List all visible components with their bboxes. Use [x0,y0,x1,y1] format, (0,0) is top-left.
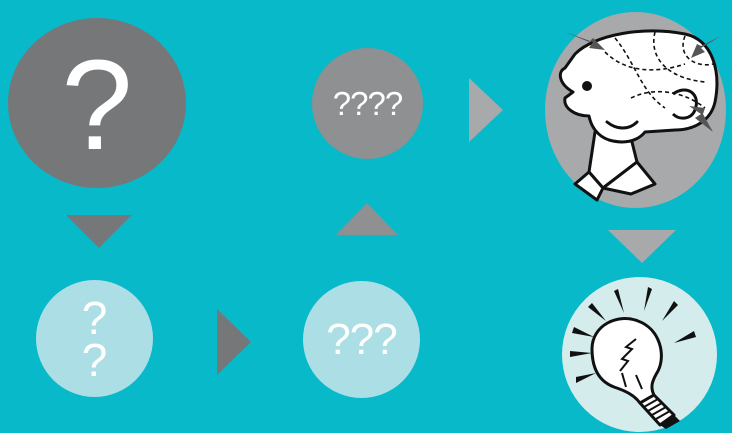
mid-question-label: ??? [326,315,396,365]
mid-question-circle: ??? [303,281,420,398]
arrow-down-left [66,215,132,248]
small-question-label: ? ? [82,297,108,381]
bulb-circle [562,277,717,432]
head-circle [545,12,726,208]
thinking-head-icon [545,12,726,208]
lightbulb-icon [562,277,717,432]
arrow-up-middle [336,203,398,235]
arrow-right-bottom [217,309,251,375]
arrow-right-top [469,78,503,142]
top-question-circle: ???? [312,48,423,159]
top-question-label: ???? [333,85,402,123]
big-question-circle: ? [8,18,186,188]
small-question-circle: ? ? [36,280,153,397]
big-question-label: ? [61,42,132,170]
arrow-down-right [608,230,676,263]
